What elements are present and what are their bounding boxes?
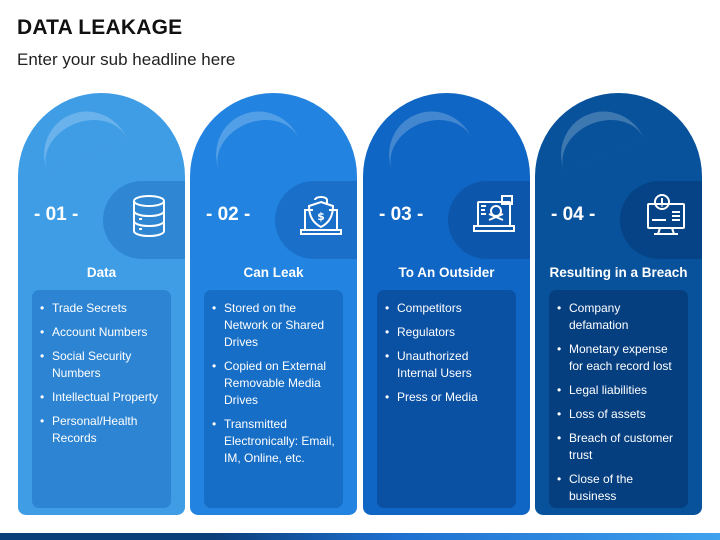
- footer-accent-bar: [0, 533, 720, 540]
- step-number: - 03 -: [379, 204, 424, 225]
- page-title: DATA LEAKAGE: [17, 16, 183, 39]
- step-heading: Resulting in a Breach: [549, 265, 688, 280]
- step-heading: To An Outsider: [398, 265, 495, 280]
- list-item: Competitors: [385, 300, 508, 317]
- list-item: Personal/Health Records: [40, 413, 163, 447]
- list-item: Unauthorized Internal Users: [385, 348, 508, 382]
- step-number: - 01 -: [34, 204, 79, 225]
- step-details: Trade Secrets Account Numbers Social Sec…: [32, 290, 171, 508]
- page-subtitle: Enter your sub headline here: [17, 50, 236, 69]
- card-highlight: [30, 98, 128, 172]
- list-item: Copied on External Removable Media Drive…: [212, 358, 335, 409]
- list-item: Account Numbers: [40, 324, 163, 341]
- card-highlight: [547, 98, 645, 172]
- step-details: Company defamation Monetary expense for …: [549, 290, 688, 508]
- icon-tab: [275, 181, 357, 259]
- list-item: Monetary expense for each record lost: [557, 341, 680, 375]
- svg-text:$: $: [317, 210, 325, 223]
- step-number: - 02 -: [206, 204, 251, 225]
- list-item: Breach of customer trust: [557, 430, 680, 464]
- list-item: Close of the business: [557, 471, 680, 505]
- list-item: Company defamation: [557, 300, 680, 334]
- laptop-skull-icon: [473, 195, 515, 232]
- step-details: Stored on the Network or Shared Drives C…: [204, 290, 343, 508]
- list-item: Intellectual Property: [40, 389, 163, 406]
- card-highlight: [202, 98, 300, 172]
- card-highlight: [375, 98, 473, 172]
- step-number: - 04 -: [551, 204, 596, 225]
- list-item: Trade Secrets: [40, 300, 163, 317]
- list-item: Stored on the Network or Shared Drives: [212, 300, 335, 351]
- list-item: Transmitted Electronically: Email, IM, O…: [212, 416, 335, 467]
- list-item: Social Security Numbers: [40, 348, 163, 382]
- step-heading: Can Leak: [243, 265, 304, 280]
- icon-tab: [103, 181, 185, 259]
- list-item: Press or Media: [385, 389, 508, 406]
- step-heading: Data: [86, 265, 117, 280]
- step-card-can-leak: - 02 - $ Can Leak Stored on the Network …: [190, 93, 357, 515]
- laptop-shield-icon: $: [300, 196, 342, 235]
- list-item: Loss of assets: [557, 406, 680, 423]
- database-icon: [133, 195, 165, 238]
- monitor-alert-icon: [647, 194, 685, 235]
- step-card-data: - 01 - Data Trade Secrets Account Number…: [18, 93, 185, 515]
- step-details: Competitors Regulators Unauthorized Inte…: [377, 290, 516, 508]
- step-card-to-an-outsider: - 03 - To An Outsider Competitors Regula…: [363, 93, 530, 515]
- list-item: Regulators: [385, 324, 508, 341]
- list-item: Legal liabilities: [557, 382, 680, 399]
- step-card-resulting-in-a-breach: - 04 - Resulting in a Breach Company def…: [535, 93, 702, 515]
